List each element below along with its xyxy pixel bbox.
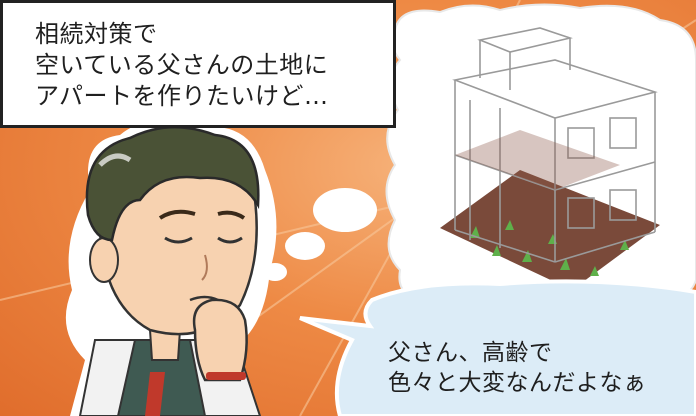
narration-line-2: 空いている父さんの土地に (35, 51, 329, 79)
narration-line-3: アパートを作りたいけど… (35, 82, 329, 110)
speech-bubble-text: 父さん、高齢で 色々と大変なんだよなぁ (388, 338, 688, 398)
man-character (65, 120, 277, 416)
narration-line-1: 相続対策で (35, 20, 158, 48)
apartment-sketch (440, 27, 660, 290)
grass-tufts (470, 220, 629, 276)
speech-line-2: 色々と大変なんだよなぁ (388, 370, 647, 396)
speech-line-1: 父さん、高齢で (388, 340, 553, 366)
narration-caption-box: 相続対策で 空いている父さんの土地に アパートを作りたいけど… (0, 0, 396, 128)
speech-bubble (299, 279, 696, 416)
